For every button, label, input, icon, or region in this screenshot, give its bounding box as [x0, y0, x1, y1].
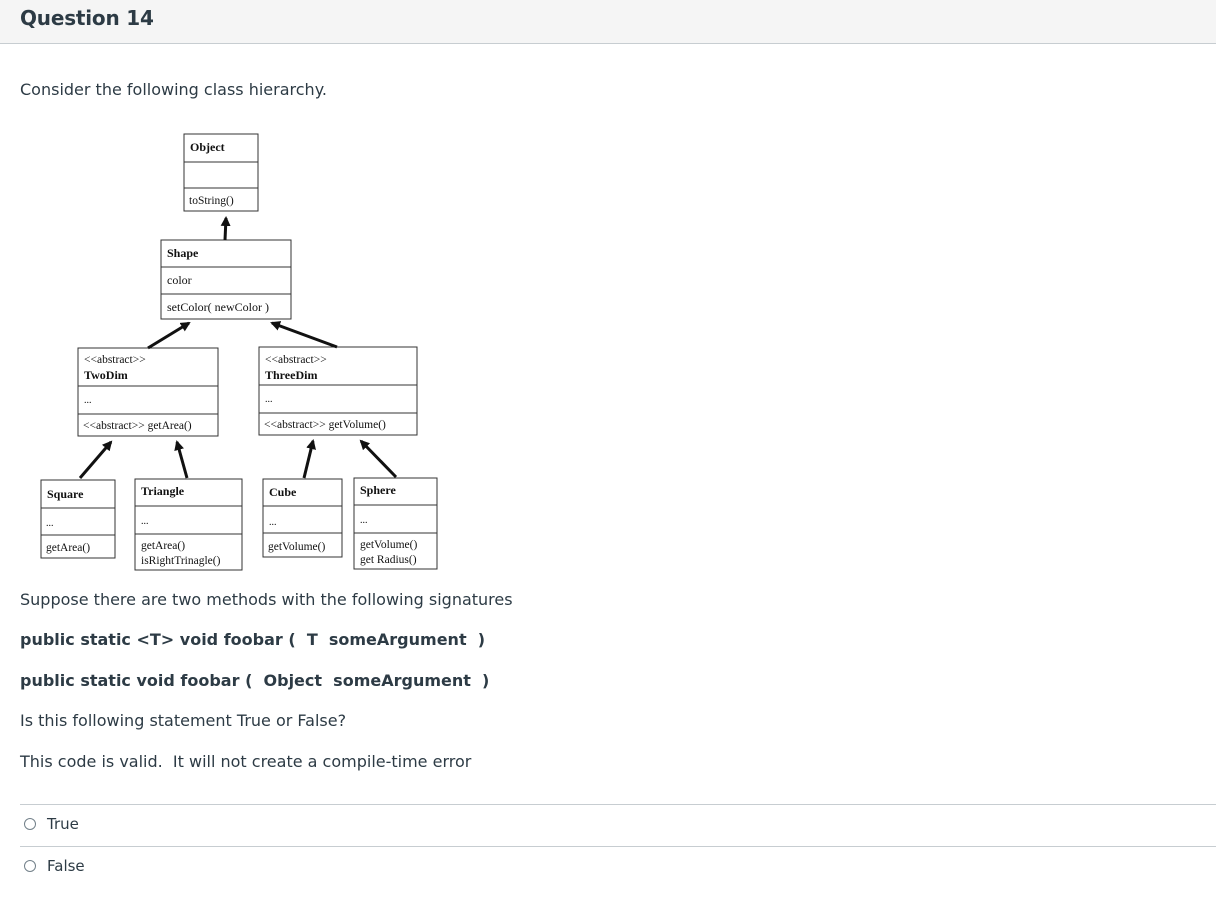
threedim-stereotype: <<abstract>>: [265, 354, 327, 366]
method-signature-generic: public static <T> void foobar ( T someAr…: [20, 630, 486, 649]
twodim-class-name: TwoDim: [84, 368, 128, 382]
object-class-name: Object: [190, 140, 225, 154]
object-class-fields-box: [183, 161, 259, 189]
question-intro: Consider the following class hierarchy.: [20, 80, 327, 99]
arrow-twodim-to-shape: [147, 321, 191, 350]
question-title: Question 14: [20, 6, 154, 30]
object-class-name-box: [183, 133, 259, 163]
triangle-class-name-box: [134, 478, 243, 507]
threedim-class-fields-box: [258, 384, 418, 414]
sphere-class-name: Sphere: [360, 483, 396, 497]
triangle-class-method-1: getArea(): [141, 540, 185, 552]
triangle-class-method-2: isRightTrinagle(): [141, 555, 221, 567]
shape-class-methods-box: [160, 293, 292, 320]
threedim-class-name-box: [258, 346, 418, 386]
sphere-class-fields: ...: [360, 515, 368, 526]
object-class-methods-box: [183, 187, 259, 212]
square-class-fields-box: [40, 507, 116, 536]
twodim-class-fields-box: [77, 385, 219, 415]
shape-class-fields: color: [167, 273, 192, 287]
shape-class-fields-box: [160, 266, 292, 295]
threedim-class-fields: ...: [265, 394, 273, 405]
answer-divider-middle: [20, 846, 1216, 847]
triangle-class-methods-box: [134, 533, 243, 571]
square-class-fields: ...: [46, 518, 54, 529]
answer-option-false[interactable]: False: [24, 852, 85, 880]
arrow-shape-to-object: [220, 216, 231, 241]
cube-class-fields-box: [262, 505, 343, 534]
triangle-class-name: Triangle: [141, 484, 185, 498]
cube-class-name-box: [262, 478, 343, 507]
question-prompt: Is this following statement True or Fals…: [20, 711, 347, 730]
square-class-name: Square: [47, 487, 84, 501]
shape-class-methods: setColor( newColor ): [167, 300, 269, 314]
arrow-triangle-to-twodim: [174, 440, 189, 479]
question-header: Question 14: [0, 0, 1216, 44]
arrow-sphere-to-threedim: [359, 439, 398, 479]
sphere-class-method-2: get Radius(): [360, 554, 417, 566]
shape-class-name: Shape: [167, 246, 199, 260]
cube-class-methods: getVolume(): [268, 541, 325, 553]
sphere-class-methods-box: [353, 532, 438, 570]
threedim-class-methods-box: [258, 412, 418, 436]
question-statement: This code is valid. It will not create a…: [20, 752, 472, 771]
answer-label-false: False: [47, 857, 85, 875]
twodim-stereotype: <<abstract>>: [84, 354, 146, 366]
arrow-square-to-twodim: [78, 440, 113, 479]
arrow-cube-to-threedim: [302, 439, 316, 479]
square-class-methods: getArea(): [46, 542, 90, 554]
cube-class-fields: ...: [269, 517, 277, 528]
method-signature-object: public static void foobar ( Object someA…: [20, 671, 490, 690]
shape-class-name-box: [160, 239, 292, 268]
cube-class-methods-box: [262, 532, 343, 558]
answer-divider-top: [20, 804, 1216, 805]
sphere-class-method-1: getVolume(): [360, 539, 417, 551]
answer-label-true: True: [47, 815, 79, 833]
radio-button-true[interactable]: [24, 818, 36, 830]
twodim-class-methods-box: [77, 413, 219, 437]
radio-button-false[interactable]: [24, 860, 36, 872]
threedim-class-name: ThreeDim: [265, 368, 317, 382]
answer-option-true[interactable]: True: [24, 810, 79, 838]
question-suppose-text: Suppose there are two methods with the f…: [20, 590, 513, 609]
triangle-class-fields: ...: [141, 516, 149, 527]
threedim-class-methods: <<abstract>> getVolume(): [264, 419, 386, 431]
triangle-class-fields-box: [134, 505, 243, 535]
twodim-class-fields: ...: [84, 395, 92, 406]
arrow-threedim-to-shape: [270, 321, 338, 349]
cube-class-name: Cube: [269, 485, 297, 499]
object-class-methods: toString(): [189, 195, 234, 207]
square-class-methods-box: [40, 534, 116, 559]
twodim-class-methods: <<abstract>> getArea(): [83, 420, 192, 432]
sphere-class-name-box: [353, 477, 438, 506]
